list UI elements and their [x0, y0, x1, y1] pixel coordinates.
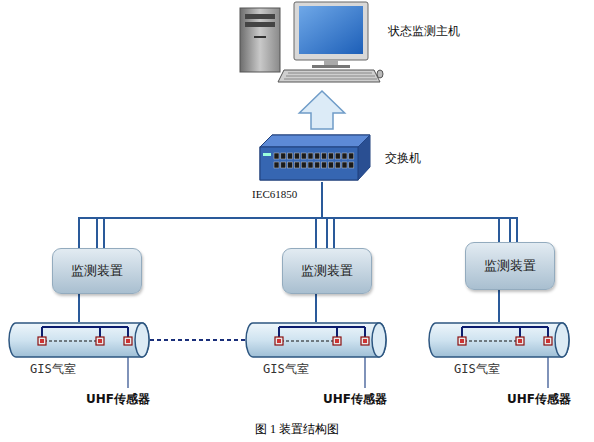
sensor-pointer [127, 353, 128, 388]
network-switch: 交换机 [258, 133, 372, 182]
gis-chamber-node: GIS气室 [245, 322, 387, 358]
sensor-pointer [364, 353, 365, 388]
sensor-label: UHF传感器 [86, 391, 150, 408]
device-label: 监测装置 [301, 262, 353, 280]
device-label: 监测装置 [484, 257, 536, 275]
gis-chamber-node: GIS气室 [428, 322, 570, 358]
sensor-label: UHF传感器 [507, 391, 571, 408]
node-label: 状态监测主机 [388, 23, 460, 40]
connector [97, 182, 322, 248]
host-computer: 状态监测主机 [238, 2, 384, 86]
dotted-link [150, 339, 245, 341]
connector [299, 91, 344, 129]
gis-chamber [245, 322, 387, 358]
device-label: 监测装置 [71, 262, 123, 280]
node-label: GIS气室 [263, 361, 309, 378]
monitor-device: 监测装置 [282, 248, 372, 294]
connector [322, 182, 510, 242]
figure-caption: 图 1 装置结构图 [255, 421, 339, 438]
monitor-device: 监测装置 [465, 242, 555, 290]
gis-chamber [8, 322, 150, 358]
gis-chamber [428, 322, 570, 358]
switch-icon [258, 133, 372, 182]
computer-icon [238, 2, 384, 86]
monitor-device: 监测装置 [52, 248, 142, 294]
node-label: 交换机 [385, 150, 421, 167]
sensor-label: UHF传感器 [323, 391, 387, 408]
gis-chamber-node: GIS气室 [8, 322, 150, 358]
sensor-pointer [547, 353, 548, 388]
node-label: GIS气室 [454, 361, 500, 378]
node-label: GIS气室 [30, 361, 76, 378]
protocol-label: IEC61850 [252, 188, 297, 200]
